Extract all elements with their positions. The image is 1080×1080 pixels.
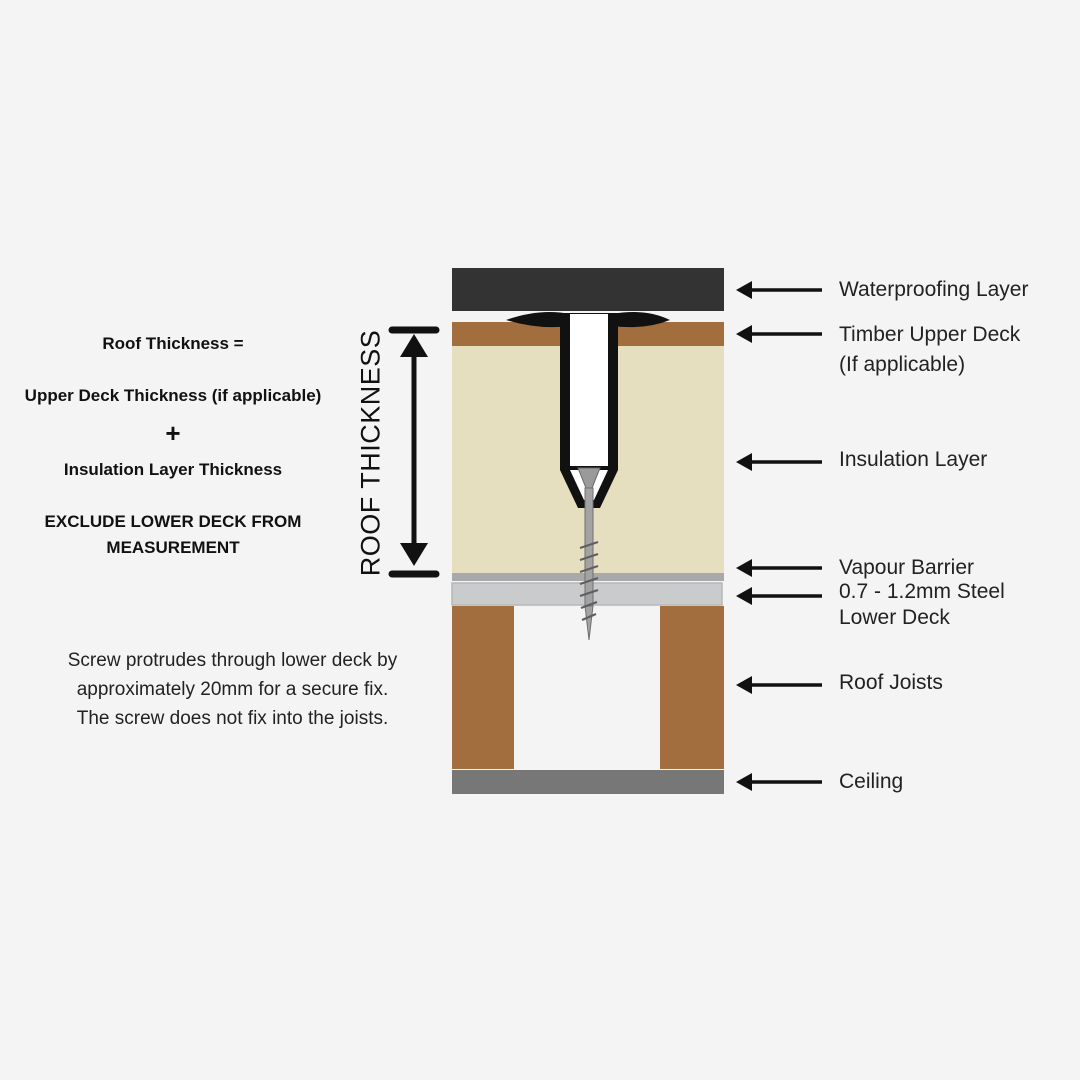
roof-thickness-label: ROOF THICKNESS <box>355 329 386 577</box>
arrow-left-icon <box>736 325 822 343</box>
arrow-left-icon <box>736 587 822 605</box>
label-timber-line2: (If applicable) <box>839 353 966 376</box>
label-waterproofing: Waterproofing Layer <box>839 278 1029 301</box>
screw-note-line1: Screw protrudes through lower deck by <box>67 650 398 671</box>
formula-exclude-line2: MEASUREMENT <box>106 538 240 557</box>
screw-note-line3: The screw does not fix into the joists. <box>76 708 389 729</box>
ceiling <box>452 770 724 794</box>
formula-insulation: Insulation Layer Thickness <box>63 460 283 479</box>
roof-joist-right <box>660 606 724 769</box>
label-steel-line2: Lower Deck <box>839 606 950 629</box>
screw-note: Screw protrudes through lower deck by ap… <box>20 646 445 733</box>
label-vapour-barrier: Vapour Barrier <box>839 556 975 579</box>
screw-note-line2: approximately 20mm for a secure fix. <box>76 679 389 700</box>
label-steel-line1: 0.7 - 1.2mm Steel <box>839 580 1005 603</box>
arrow-left-icon <box>736 676 822 694</box>
formula-exclude-line1: EXCLUDE LOWER DECK FROM <box>44 512 302 531</box>
label-ceiling: Ceiling <box>839 770 904 793</box>
double-arrow-icon <box>388 326 440 578</box>
label-joists: Roof Joists <box>839 671 943 694</box>
arrow-left-icon <box>736 281 822 299</box>
screw-icon <box>577 467 601 641</box>
fixing-sleeve-icon <box>506 312 670 508</box>
label-insulation: Insulation Layer <box>839 448 988 471</box>
formula-upper-deck: Upper Deck Thickness (if applicable) <box>24 386 322 405</box>
arrow-left-icon <box>736 773 822 791</box>
formula-plus: + <box>165 418 181 448</box>
waterproofing-layer <box>452 268 724 311</box>
arrow-left-icon <box>736 453 822 471</box>
label-timber-line1: Timber Upper Deck <box>839 323 1021 346</box>
roof-joist-left <box>452 606 514 769</box>
formula-title: Roof Thickness = <box>102 334 244 353</box>
arrow-left-icon <box>736 559 822 577</box>
